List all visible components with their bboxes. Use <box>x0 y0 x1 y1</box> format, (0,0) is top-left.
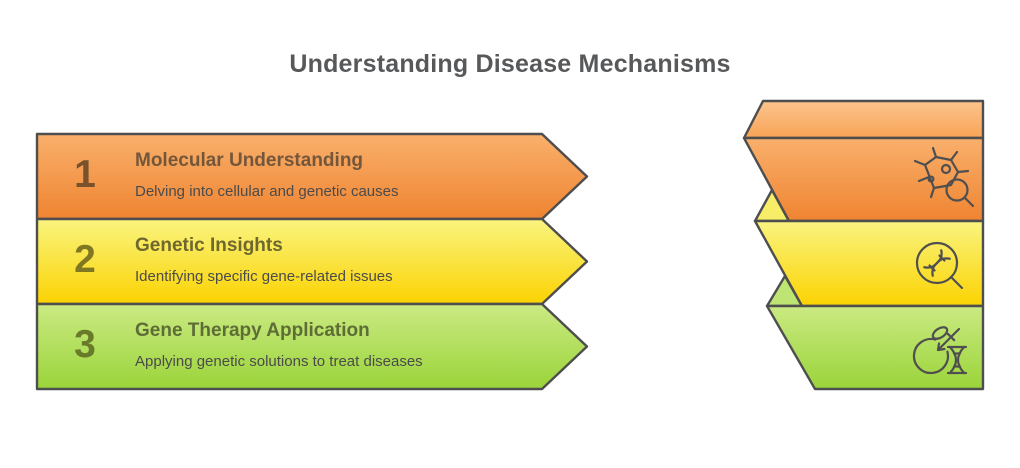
arrow-banner-2 <box>35 217 589 306</box>
dna-magnifier-icon <box>915 241 964 290</box>
step-item-3: 3 Gene Therapy Application Applying gene… <box>35 302 545 387</box>
step-number: 2 <box>74 238 96 281</box>
gmo-apple-dna-icon <box>912 326 968 375</box>
step-description: Applying genetic solutions to treat dise… <box>135 352 423 370</box>
step-title: Genetic Insights <box>135 234 283 256</box>
step-description: Identifying specific gene-related issues <box>135 267 393 285</box>
process-arrows-graphic <box>35 132 589 391</box>
ribbon-band-green <box>765 304 985 391</box>
folded-ribbon-graphic <box>742 99 985 391</box>
arrow-banner-1 <box>35 132 589 221</box>
step-item-2: 2 Genetic Insights Identifying specific … <box>35 217 545 302</box>
virus-magnifier-icon <box>913 146 975 208</box>
step-item-1: 1 Molecular Understanding Delving into c… <box>35 132 545 217</box>
ribbon-top-flap <box>742 99 985 140</box>
step-number: 3 <box>74 323 96 366</box>
step-title: Gene Therapy Application <box>135 319 370 341</box>
step-description: Delving into cellular and genetic causes <box>135 182 399 200</box>
arrow-banner-3 <box>35 302 589 391</box>
step-number: 1 <box>74 153 96 196</box>
page-title: Understanding Disease Mechanisms <box>289 50 731 78</box>
step-title: Molecular Understanding <box>135 149 364 171</box>
